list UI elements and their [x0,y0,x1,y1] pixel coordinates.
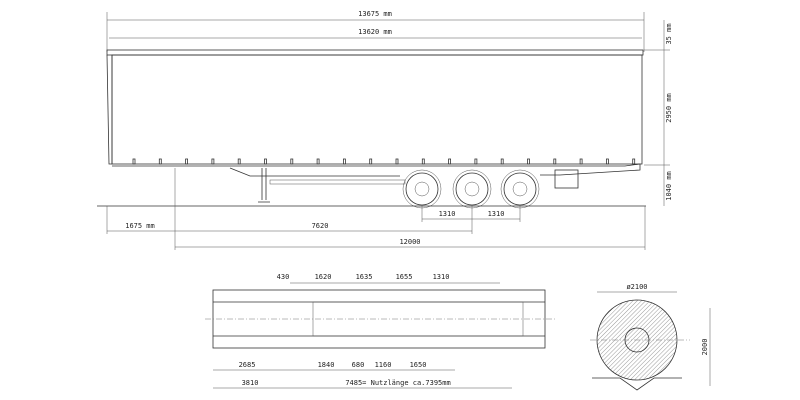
curtain-hook [158,158,162,165]
curtain-hook [500,158,504,165]
curtain-hook [474,158,478,165]
usable-length-label: 7485= Nutzlänge ca.7395mm [345,379,450,387]
coil-diameter-label: ø2100 [626,283,647,291]
curtain-hook [448,158,452,165]
deck-height-label: 1040 mm [665,171,673,201]
curtain-hook [342,158,346,165]
plan-top-dim-3: 1635 [356,273,373,281]
curtain-hook [527,158,530,165]
coil-view: ø2100 2000 [590,283,711,391]
curtain-hook [606,158,609,165]
body-height-label: 2950 mm [665,93,673,123]
kingpin-to-axle-label: 7620 [312,222,329,230]
trailer-body [106,49,644,203]
curtain-hook [185,158,189,165]
plan-top-dim-2: 1620 [315,273,332,281]
plan-top-dim-5: 1310 [433,273,450,281]
roof-offset-label: 35 mm [665,23,673,44]
plan-bottom-dim-2: 1840 [318,361,335,369]
axle-spacing-2-label: 1310 [488,210,505,218]
plan-view: 430 1620 1635 1655 1310 2685 1840 680 11… [205,273,555,389]
curtain-hook [132,158,136,165]
coil-height-label: 2000 [701,339,709,356]
overall-length-label: 13675 mm [358,10,392,18]
axle-spacing-1-label: 1310 [439,210,456,218]
curtain-hook [395,158,399,165]
side-view: 13675 mm 13620 mm 35 mm 2950 mm 1040 mm [97,10,673,250]
body-length-label: 13620 mm [358,28,392,36]
curtain-hook [632,158,636,165]
plan-bottom-dim-1: 2685 [239,361,256,369]
kingpin-to-rear-label: 12000 [399,238,420,246]
curtain-hook [290,158,294,165]
plan-top-dim-1: 430 [277,273,290,281]
front-overhang-label: 1675 mm [125,222,155,230]
curtain-hook [369,158,373,165]
curtain-hook [553,158,557,165]
plan-top-dim-4: 1655 [396,273,413,281]
curtain-hook [579,158,583,165]
front-length-label: 3810 [242,379,259,387]
curtain-hook [237,158,241,165]
curtain-hook [316,158,320,165]
plan-bottom-dim-5: 1650 [410,361,427,369]
wheels [402,169,540,209]
curtain-hooks [132,158,636,165]
curtain-hook [264,158,267,165]
plan-bottom-dim-4: 1160 [375,361,392,369]
curtain-hook [421,158,425,165]
curtain-hook [211,158,215,165]
plan-bottom-dim-3: 680 [352,361,365,369]
